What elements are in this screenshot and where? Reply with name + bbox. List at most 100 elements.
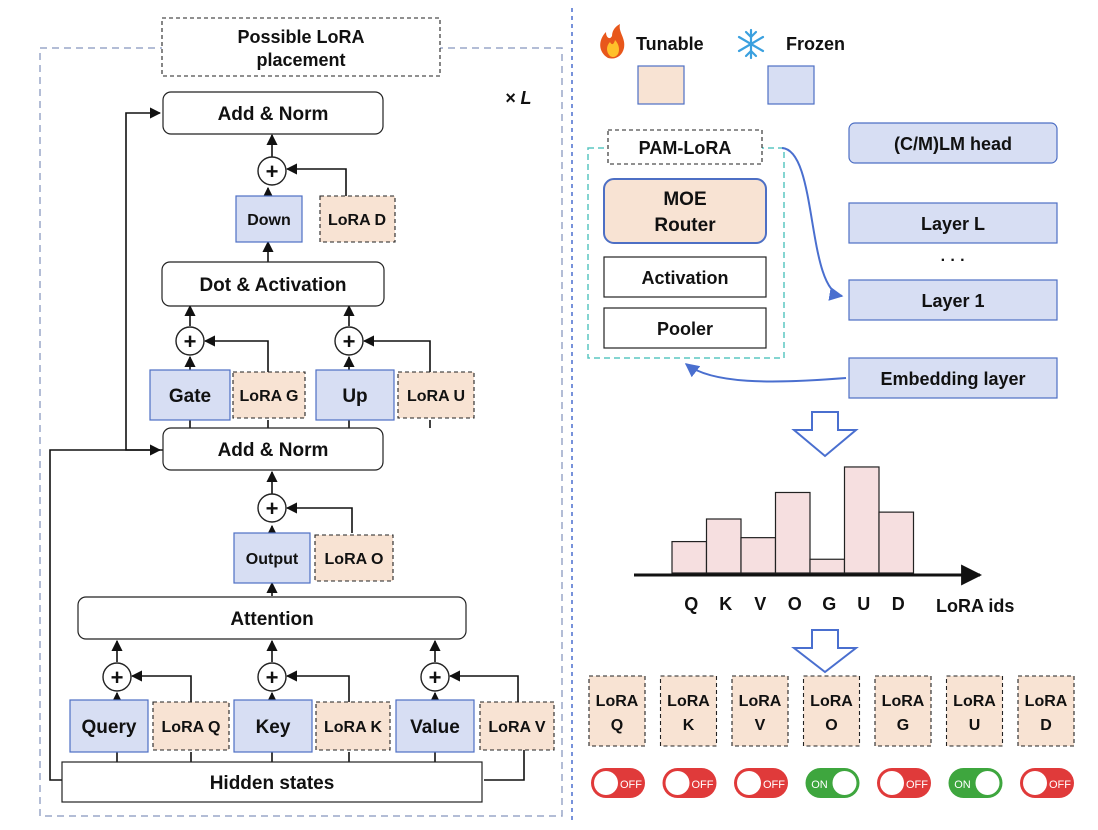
lora-placement-frame bbox=[39, 47, 563, 817]
activation-box bbox=[603, 256, 767, 298]
hidden-states-label: Hidden states bbox=[210, 773, 335, 794]
histogram-tick-k: K bbox=[719, 594, 732, 614]
lora-module-card-k bbox=[659, 675, 718, 747]
hidden-states-box bbox=[61, 761, 483, 803]
sum-node-key-symbol: + bbox=[266, 665, 279, 690]
value-proj-label: Value bbox=[410, 717, 460, 738]
moe-router-line2: Router bbox=[654, 215, 716, 236]
arrow-embedding-to-pam bbox=[684, 363, 847, 383]
sum-node-ffn-down-symbol: + bbox=[266, 159, 279, 184]
lora-q-box bbox=[152, 701, 230, 751]
sum-node-ffn-down bbox=[257, 156, 287, 186]
lora-switch-state-d: OFF bbox=[1049, 779, 1071, 791]
lora-module-word-d: LoRA bbox=[1025, 693, 1068, 710]
wire-lorav-to-plus bbox=[448, 670, 519, 702]
lora-o-label: LoRA O bbox=[325, 551, 384, 568]
legend-tunable-label: Tunable bbox=[636, 34, 704, 54]
histogram-axis-label: LoRA ids bbox=[936, 596, 1014, 616]
histogram-tick-g: G bbox=[822, 594, 836, 614]
sum-node-gate-symbol: + bbox=[184, 329, 197, 354]
lora-module-word-v: LoRA bbox=[739, 693, 782, 710]
wire-lorao-to-plus bbox=[285, 502, 353, 533]
wire-lorag-to-plus bbox=[203, 335, 269, 372]
pooler-box bbox=[603, 307, 767, 349]
wire-lorak-to-plus bbox=[285, 670, 350, 702]
query-proj-label: Query bbox=[82, 717, 137, 738]
down-proj-box bbox=[235, 195, 303, 243]
lora-module-card-q bbox=[588, 675, 646, 747]
lora-switch-knob-g bbox=[880, 771, 904, 795]
lora-module-id-v: V bbox=[755, 717, 766, 734]
placement-label-box bbox=[161, 17, 441, 77]
lora-switch-state-k: OFF bbox=[692, 779, 714, 791]
lora-switch-g[interactable]: OFF bbox=[877, 768, 931, 798]
lora-k-label: LoRA K bbox=[324, 719, 383, 736]
left-wiring bbox=[49, 107, 525, 781]
lora-switch-k[interactable]: OFF bbox=[662, 768, 717, 798]
lora-switch-q[interactable]: OFF bbox=[591, 768, 645, 798]
arrow-pam-to-layer1 bbox=[781, 147, 844, 301]
lora-switch-knob-u bbox=[975, 771, 1000, 795]
pam-lora-title: PAM-LoRA bbox=[639, 138, 732, 158]
sum-node-value bbox=[420, 662, 450, 692]
lm-head-box bbox=[848, 122, 1058, 164]
lora-module-word-k: LoRA bbox=[667, 693, 710, 710]
lora-switch-o[interactable]: ON bbox=[805, 768, 860, 798]
histogram-bar-o bbox=[774, 491, 811, 574]
histogram-bar-g bbox=[809, 558, 846, 574]
moe-router-box bbox=[603, 178, 767, 244]
pooler-label: Pooler bbox=[657, 319, 713, 339]
lm-head-label: (C/M)LM head bbox=[894, 134, 1012, 154]
lora-k-box bbox=[315, 701, 391, 751]
lora-switch-state-v: OFF bbox=[763, 779, 785, 791]
add-norm-mid-label: Add & Norm bbox=[218, 440, 329, 461]
placement-label-line1: Possible LoRA bbox=[237, 27, 364, 47]
sum-node-key bbox=[257, 662, 287, 692]
lora-d-label: LoRA D bbox=[328, 212, 386, 229]
lora-module-id-k: K bbox=[683, 717, 695, 734]
embedding-layer-box bbox=[848, 357, 1058, 399]
lora-switch-u[interactable]: ON bbox=[948, 768, 1003, 798]
lora-switch-knob-v bbox=[737, 771, 761, 795]
pam-lora-title-box bbox=[607, 129, 763, 165]
output-proj-box bbox=[233, 532, 311, 584]
histogram-tick-q: Q bbox=[684, 594, 698, 614]
lora-module-card-u bbox=[945, 675, 1004, 747]
add-norm-top bbox=[162, 91, 384, 135]
lora-u-box bbox=[397, 371, 475, 419]
histogram-bar-q bbox=[671, 540, 708, 574]
histogram-tick-o: O bbox=[788, 594, 802, 614]
add-norm-top-label: Add & Norm bbox=[218, 104, 329, 125]
lora-switch-d[interactable]: OFF bbox=[1020, 768, 1074, 798]
sum-node-gate bbox=[175, 326, 205, 356]
lora-d-box bbox=[319, 195, 396, 243]
lora-switch-knob-d bbox=[1023, 771, 1047, 795]
dot-activation-box bbox=[161, 261, 385, 307]
sum-node-output bbox=[257, 493, 287, 523]
layer-ellipsis: · · · bbox=[941, 252, 966, 269]
histogram-tick-v: V bbox=[754, 594, 766, 614]
lora-module-word-q: LoRA bbox=[596, 693, 639, 710]
histogram-tick-u: U bbox=[857, 594, 870, 614]
lora-switch-state-o: ON bbox=[811, 779, 828, 791]
histogram-bar-k bbox=[705, 518, 742, 574]
value-proj-box bbox=[395, 699, 475, 753]
lora-module-id-g: G bbox=[897, 717, 909, 734]
lora-module-word-o: LoRA bbox=[810, 693, 853, 710]
sum-node-output-symbol: + bbox=[266, 496, 279, 521]
lora-module-id-d: D bbox=[1040, 717, 1052, 734]
down-arrow-to-modules bbox=[791, 629, 859, 674]
lora-switch-v[interactable]: OFF bbox=[734, 768, 788, 798]
embedding-layer-label: Embedding layer bbox=[880, 369, 1025, 389]
legend-frozen-swatch bbox=[767, 65, 815, 105]
sum-node-up-symbol: + bbox=[343, 329, 356, 354]
lora-module-id-q: Q bbox=[611, 717, 623, 734]
layer-1-label: Layer 1 bbox=[921, 291, 984, 311]
histogram-bar-d bbox=[878, 511, 915, 574]
lora-switch-knob-k bbox=[665, 771, 690, 795]
lora-switch-state-u: ON bbox=[954, 779, 971, 791]
lora-module-card-g bbox=[874, 675, 932, 747]
